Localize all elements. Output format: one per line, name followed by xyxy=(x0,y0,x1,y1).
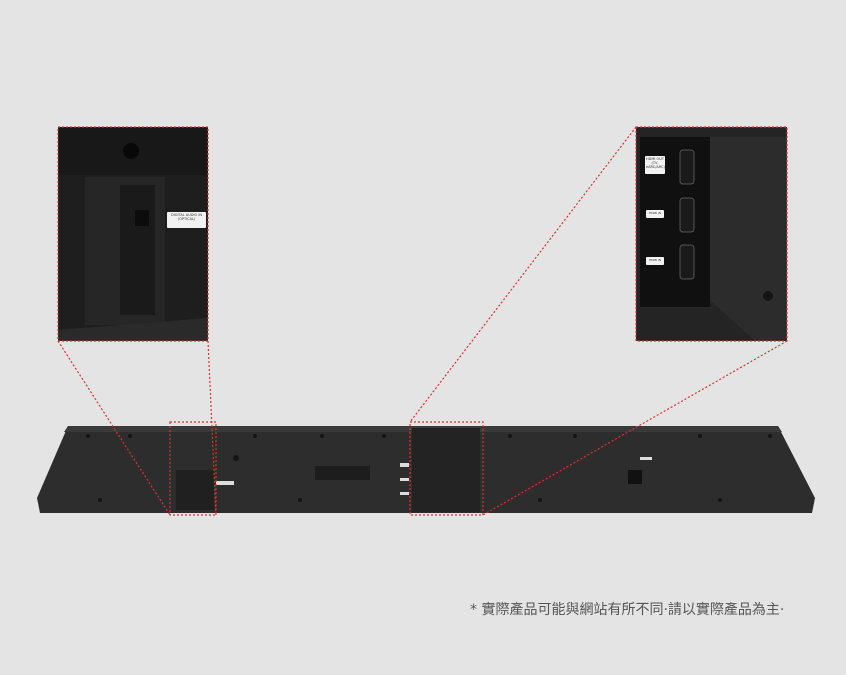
disclaimer-text: * 實際產品可能與網站有所不同·請以實際產品為主· xyxy=(470,602,785,618)
power-port xyxy=(628,470,642,484)
hdmi-in-2-label: HDMI IN xyxy=(646,257,664,265)
optical-port-recess xyxy=(176,470,214,510)
power-label-small xyxy=(640,457,652,460)
soundbar-vent xyxy=(315,466,370,480)
port-panel xyxy=(412,428,480,512)
screw-holes xyxy=(86,434,772,502)
hdmi-in-1-label: HDMI IN xyxy=(646,210,664,218)
optical-port-label: DIGITAL AUDIO IN (OPTICAL) xyxy=(167,212,206,228)
callout-lines xyxy=(57,126,788,516)
optical-label-small xyxy=(216,481,234,485)
optical-port-closeup xyxy=(58,127,208,341)
hdmi-label-small xyxy=(400,478,409,481)
hdmi-label-small xyxy=(400,492,409,495)
hdmi-out-label: HDMI OUT (TV-eARC/ARC) xyxy=(645,156,665,174)
hdmi-label-small xyxy=(400,463,409,467)
